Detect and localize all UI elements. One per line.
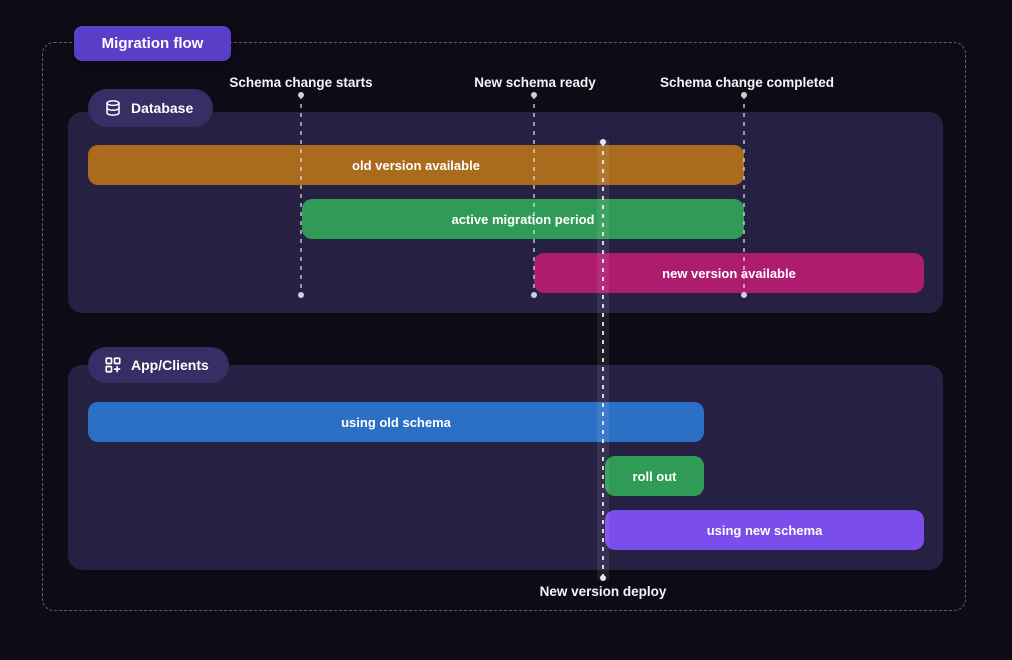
diagram-dashed-frame	[42, 42, 966, 611]
marker-line-schema-change-starts	[300, 95, 302, 295]
bar-active-migration-period: active migration period	[302, 199, 744, 239]
marker-label-new-schema-ready: New schema ready	[474, 75, 596, 90]
apps-plus-icon	[104, 356, 122, 374]
bar-old-version-available: old version available	[88, 145, 744, 185]
app-clients-section-badge: App/Clients	[88, 347, 229, 383]
marker-label-new-version-deploy: New version deploy	[539, 584, 667, 599]
marker-label-schema-change-completed: Schema change completed	[659, 75, 835, 90]
marker-line-schema-change-completed	[743, 95, 745, 295]
database-icon	[104, 99, 122, 117]
diagram-title-badge: Migration flow	[74, 26, 231, 61]
marker-line-new-schema-ready	[533, 95, 535, 295]
marker-line-new-version-deploy	[602, 142, 604, 578]
bar-using-new-schema: using new schema	[605, 510, 924, 550]
app-clients-section-label: App/Clients	[131, 357, 209, 373]
bar-new-version-available: new version available	[534, 253, 924, 293]
marker-label-schema-change-starts: Schema change starts	[229, 75, 373, 90]
database-section-label: Database	[131, 100, 194, 116]
bar-roll-out: roll out	[605, 456, 704, 496]
database-section-badge: Database	[88, 89, 214, 127]
bar-using-old-schema: using old schema	[88, 402, 704, 442]
